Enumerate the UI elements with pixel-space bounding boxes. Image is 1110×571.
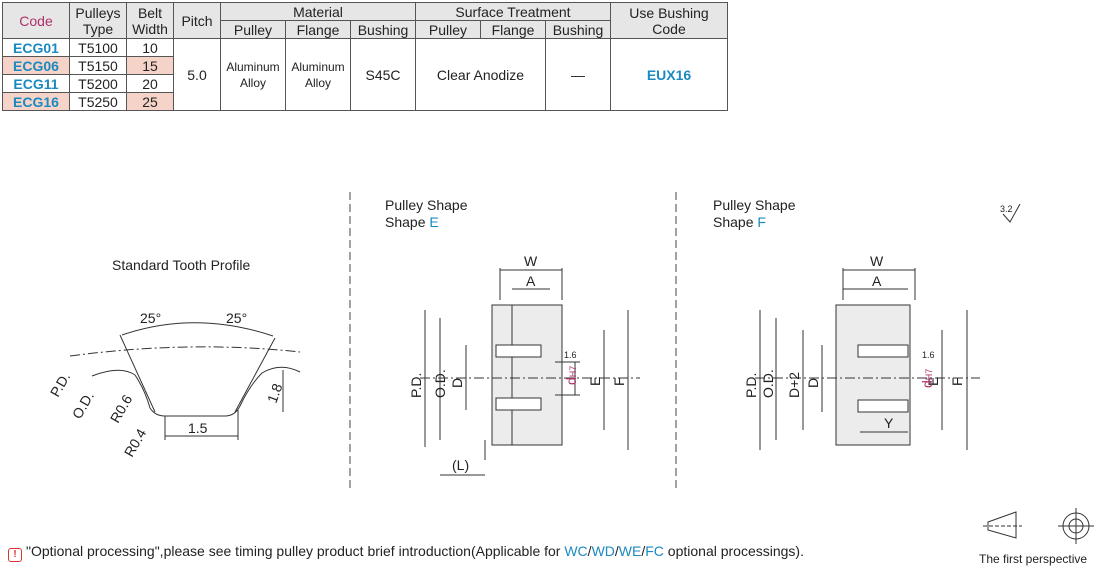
general-roughness: 3.2 [1000, 204, 1013, 214]
mat-pulley-value: Aluminum Alloy [220, 38, 286, 111]
spec-table: Code Pulleys Type Belt Width Pitch Mater… [2, 2, 728, 111]
height-1-8-label: 1.8 [264, 381, 286, 405]
row-type: T5200 [69, 74, 127, 93]
e-w-label: W [524, 253, 538, 269]
header-material: Material [220, 2, 416, 21]
first-angle-projection-icon [983, 508, 1094, 544]
r06-label: R0.6 [107, 392, 136, 426]
row-width: 15 [126, 56, 174, 75]
width-1-5-label: 1.5 [188, 420, 208, 436]
e-e-label: E [587, 377, 603, 386]
tooth-profile-title: Standard Tooth Profile [112, 257, 250, 273]
f-d-label: D [805, 378, 821, 388]
e-d-label: D [449, 378, 465, 388]
od-label: O.D. [69, 389, 97, 422]
f-d2-label: D+2 [786, 372, 802, 398]
e-a-label: A [526, 273, 536, 289]
angle-left-label: 25° [140, 310, 161, 326]
e-d-h7-label: dH7 [563, 366, 579, 385]
row-width: 25 [126, 92, 174, 111]
bushing-code-link[interactable]: EUX16 [610, 38, 728, 111]
f-e-label: E [925, 377, 941, 386]
wc-link[interactable]: WC [564, 543, 588, 559]
wd-link[interactable]: WD [591, 543, 615, 559]
f-w-label: W [870, 253, 884, 269]
f-d-h7-label: dH7 [919, 369, 935, 388]
f-roughness: 1.6 [922, 350, 935, 360]
shape-e-title: Pulley Shape [385, 197, 468, 213]
perspective-label: The first perspective [979, 552, 1088, 566]
f-f-label: F [949, 377, 965, 386]
header-mat-flange: Flange [285, 20, 351, 39]
warning-icon: ! [8, 548, 22, 562]
row-code[interactable]: ECG06 [2, 56, 70, 75]
row-code[interactable]: ECG16 [2, 92, 70, 111]
separators [349, 192, 677, 488]
roughness-symbol-icon [1002, 203, 1021, 223]
header-pitch: Pitch [173, 2, 221, 39]
e-f-label: F [611, 377, 627, 386]
header-belt-width: Belt Width [126, 2, 174, 39]
header-code: Code [2, 2, 70, 39]
f-od-label: O.D. [760, 369, 776, 398]
e-pd-label: P.D. [408, 373, 424, 398]
tooth-profile-drawing: Standard Tooth Profile 25° 25° 1.5 1.8 P… [47, 257, 301, 460]
header-mat-pulley: Pulley [220, 20, 286, 39]
shape-f-subtitle: Shape F [713, 214, 766, 230]
shape-f-title: Pulley Shape [713, 197, 796, 213]
optional-processing-note: !"Optional processing",please see timing… [8, 543, 804, 562]
shape-f-drawing: Pulley Shape Shape F W A P.D. O.D. D+2 D… [713, 197, 980, 450]
e-od-label: O.D. [432, 369, 448, 398]
row-type: T5150 [69, 56, 127, 75]
fc-link[interactable]: FC [645, 543, 664, 559]
f-y-label: Y [884, 415, 894, 431]
f-a-label: A [872, 273, 882, 289]
header-mat-bushing: Bushing [350, 20, 416, 39]
header-surf-flange: Flange [480, 20, 546, 39]
angle-right-label: 25° [226, 310, 247, 326]
f-pd-label: P.D. [743, 373, 759, 398]
e-roughness: 1.6 [564, 350, 577, 360]
pitch-value: 5.0 [173, 38, 221, 111]
e-l-label: (L) [452, 457, 469, 473]
header-bushing-code: Use Bushing Code [610, 2, 728, 39]
pd-label: P.D. [47, 369, 74, 399]
r04-label: R0.4 [121, 426, 150, 460]
we-link[interactable]: WE [618, 543, 642, 559]
header-surf-bushing: Bushing [545, 20, 611, 39]
mat-bushing-value: S45C [350, 38, 416, 111]
surface-value: Clear Anodize [415, 38, 546, 111]
shape-e-drawing: Pulley Shape Shape E W A P.D. O.D. [385, 197, 640, 476]
shape-e-subtitle: Shape E [385, 214, 439, 230]
row-type: T5250 [69, 92, 127, 111]
mat-flange-value: Aluminum Alloy [285, 38, 351, 111]
header-surface: Surface Treatment [415, 2, 611, 21]
